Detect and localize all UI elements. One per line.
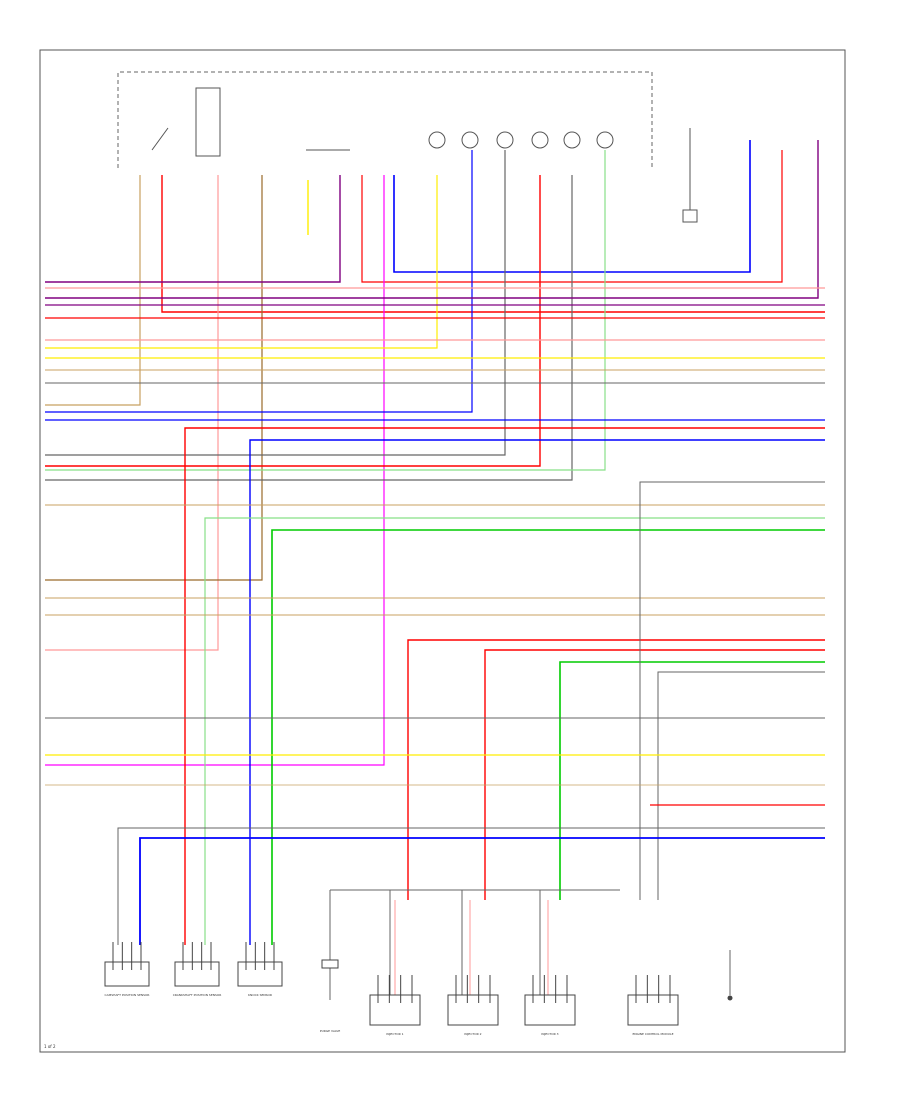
component-label: PURGE VALVE — [320, 1029, 341, 1033]
row-green2-drop — [271, 529, 825, 945]
component-label: ENGINE CONTROL MODULE — [632, 1032, 673, 1036]
wire-blue-mid — [45, 150, 473, 413]
sensor-circle — [461, 131, 479, 149]
component-label: INJECTOR 1 — [386, 1032, 403, 1036]
row-red-drop — [184, 427, 825, 945]
row-gray-coil2 — [639, 481, 825, 900]
row-green-drop — [204, 517, 825, 945]
page-label: 1 of 2 — [44, 1044, 56, 1049]
relay-box — [195, 87, 221, 157]
connector-block — [237, 961, 283, 987]
sensor-circle — [596, 131, 614, 149]
wire-pink-top — [45, 175, 219, 651]
sensor-circle — [428, 131, 446, 149]
connector-block — [104, 961, 150, 987]
wire-red-top — [161, 175, 825, 313]
top-right-device — [682, 209, 698, 223]
diagram-frame — [39, 49, 846, 1053]
row-gray-cam — [117, 827, 825, 945]
component-label: INJECTOR 2 — [464, 1032, 481, 1036]
row-gray-coil — [657, 671, 825, 900]
purge-valve-symbol — [321, 959, 339, 969]
component-label: CRANKSHAFT POSITION SENSOR — [173, 993, 222, 997]
wire-purple-top — [45, 175, 341, 283]
sensor-circle — [531, 131, 549, 149]
wire-red-mid — [45, 175, 541, 467]
row-green-inj3 — [559, 661, 825, 900]
row-blue-drop — [249, 439, 825, 945]
relay-switch — [151, 127, 169, 151]
row-red-inj1 — [407, 639, 825, 900]
sensor-circle — [496, 131, 514, 149]
sensor-circles — [428, 131, 614, 149]
wire-magenta-top — [45, 175, 385, 766]
wire-group — [45, 140, 825, 1000]
ground-symbol — [727, 995, 733, 1001]
wire-brown-top — [45, 175, 263, 581]
row-red-inj2 — [484, 649, 825, 900]
wire-yellow-mid — [45, 175, 438, 349]
row-blue-cam — [139, 837, 825, 945]
connector-block — [174, 961, 220, 987]
wire-gray-mid — [45, 150, 506, 456]
component-label: CAMSHAFT POSITION SENSOR — [104, 993, 149, 997]
wire-gray-mid2 — [45, 175, 573, 481]
sensor-circle — [563, 131, 581, 149]
wire-purple-right — [45, 140, 819, 299]
wire-green-mid — [45, 150, 606, 471]
component-label: INJECTOR 3 — [541, 1032, 558, 1036]
connector-group: CAMSHAFT POSITION SENSOR CRANKSHAFT POSIT… — [104, 942, 733, 1036]
component-label: KNOCK SENSOR — [248, 993, 272, 997]
wire-tan-top — [45, 175, 141, 406]
top-module-outline — [117, 71, 653, 168]
